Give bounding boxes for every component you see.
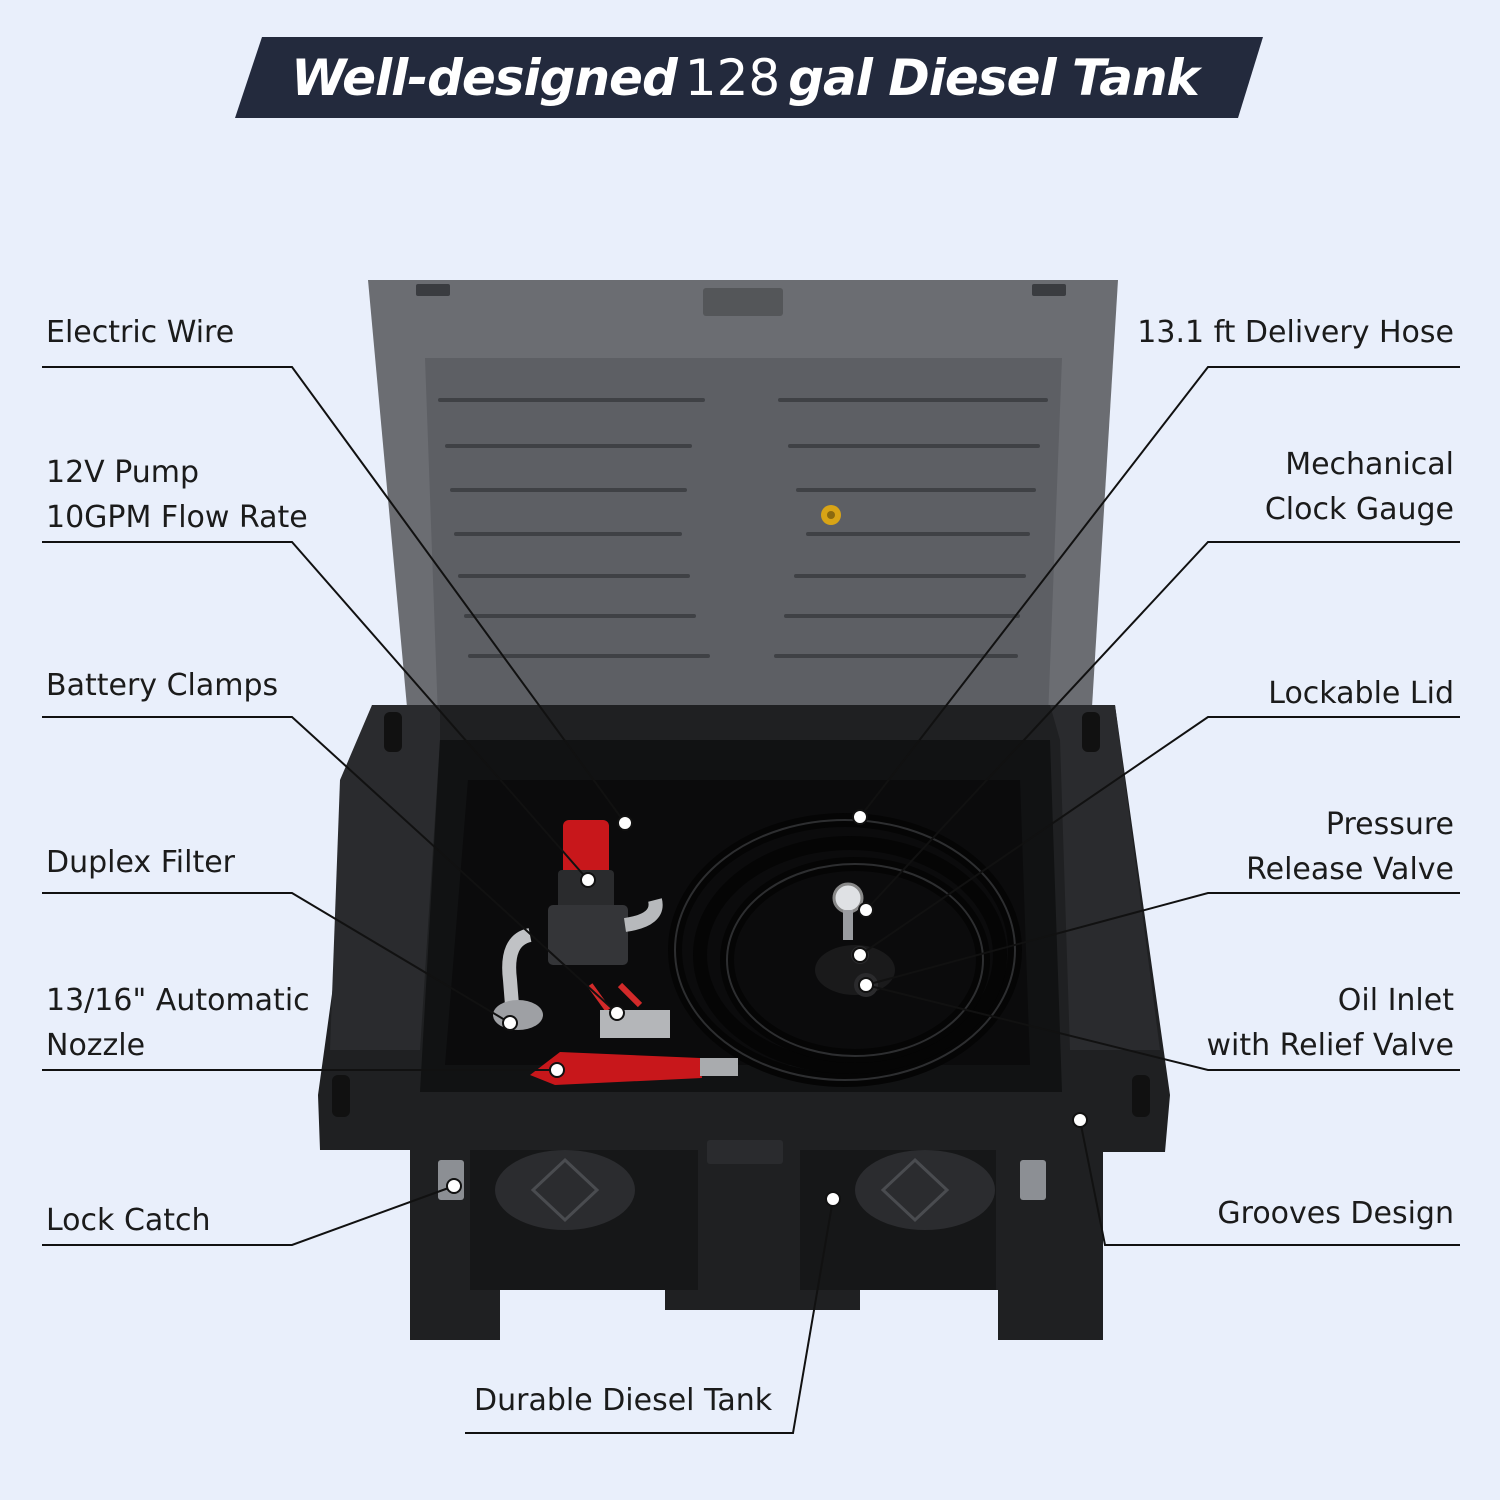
title-banner	[235, 37, 1263, 118]
label-gauge-line-2: Clock Gauge	[1264, 492, 1454, 527]
label-pump-line-1: 12V Pump	[46, 455, 200, 490]
label-inlet-line-2: with Relief Valve	[1206, 1028, 1455, 1063]
label-battery-clamps: Battery Clamps	[46, 668, 279, 703]
lid	[368, 280, 1118, 740]
label-grooves-design: Grooves Design	[1217, 1196, 1454, 1231]
label-lock-catch: Lock Catch	[46, 1203, 211, 1238]
label-gauge-line-1: Mechanical	[1285, 447, 1454, 482]
title-number: 128	[684, 49, 781, 107]
label-electric-wire: Electric Wire	[46, 315, 235, 350]
tank-body	[318, 705, 1170, 1340]
title-part-2: gal Diesel Tank	[788, 49, 1200, 107]
nozzle	[530, 1052, 738, 1085]
label-pump-line-2: 10GPM Flow Rate	[46, 500, 308, 535]
title-part-1: Well-designed	[291, 49, 678, 107]
label-nozzle-line-1: 13/16" Automatic	[46, 983, 310, 1018]
label-duplex-filter: Duplex Filter	[46, 845, 236, 880]
label-pressure-line-2: Release Valve	[1246, 852, 1454, 887]
label-nozzle-line-2: Nozzle	[46, 1028, 146, 1063]
label-pressure-line-1: Pressure	[1325, 807, 1454, 842]
label-lockable-lid: Lockable Lid	[1268, 676, 1454, 711]
label-durable-tank: Durable Diesel Tank	[474, 1383, 773, 1418]
label-inlet-line-1: Oil Inlet	[1337, 983, 1454, 1018]
label-delivery-hose: 13.1 ft Delivery Hose	[1137, 315, 1454, 350]
